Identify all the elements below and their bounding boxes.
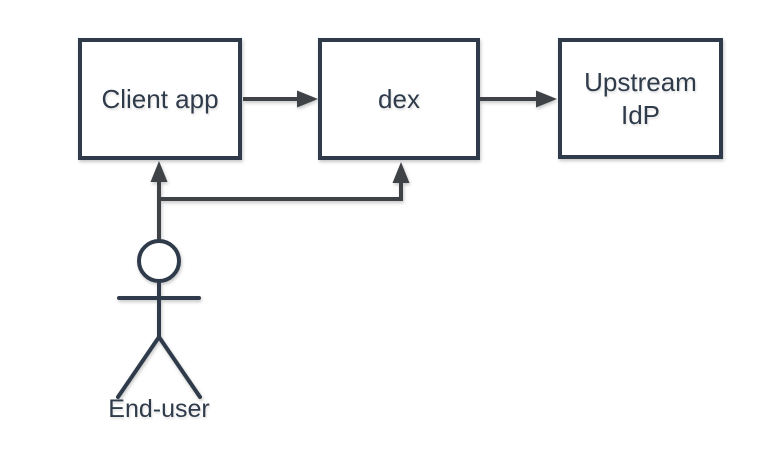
- edge-end-user-to-client-app: [150, 161, 168, 241]
- node-dex-box: [318, 38, 480, 160]
- actor-right-leg: [157, 335, 202, 399]
- actor-end-user-figure: [116, 239, 202, 399]
- edge-end-user-to-dex: [159, 162, 410, 201]
- node-upstream-idp-box: [558, 38, 723, 159]
- node-client-app-box: [78, 38, 242, 160]
- actor-left-leg: [116, 335, 161, 399]
- edge-dex-to-upstream-idp: [480, 90, 557, 108]
- actor-head: [137, 239, 181, 283]
- edge-client-app-to-dex: [243, 90, 318, 108]
